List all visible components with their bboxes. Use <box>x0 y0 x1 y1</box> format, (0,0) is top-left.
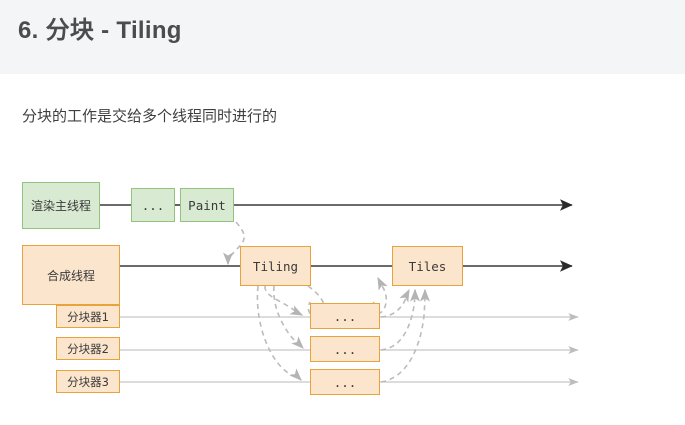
node-tiler-1-label[interactable]: 分块器1 <box>56 305 120 328</box>
slide-header-bar <box>0 0 685 74</box>
node-compositor-thread[interactable]: 合成线程 <box>22 245 120 305</box>
node-tiler-2-task[interactable]: ... <box>310 336 380 362</box>
node-tiler-1-task[interactable]: ... <box>310 303 380 329</box>
tiling-timeline-diagram: 渲染主线程 ... Paint 合成线程 Tiling Tiles 分块器1 .… <box>0 160 685 425</box>
node-tiler-3-label[interactable]: 分块器3 <box>56 370 120 393</box>
node-tiles[interactable]: Tiles <box>392 246 463 286</box>
node-main-ellipsis[interactable]: ... <box>131 188 175 222</box>
node-paint[interactable]: Paint <box>180 188 234 222</box>
slide-subtitle: 分块的工作是交给多个线程同时进行的 <box>22 108 278 125</box>
page-title: 6. 分块 - Tiling <box>18 17 182 44</box>
node-tiling[interactable]: Tiling <box>240 246 311 286</box>
node-main-thread[interactable]: 渲染主线程 <box>22 182 100 229</box>
node-tiler-2-label[interactable]: 分块器2 <box>56 337 120 360</box>
node-tiler-3-task[interactable]: ... <box>310 369 380 395</box>
